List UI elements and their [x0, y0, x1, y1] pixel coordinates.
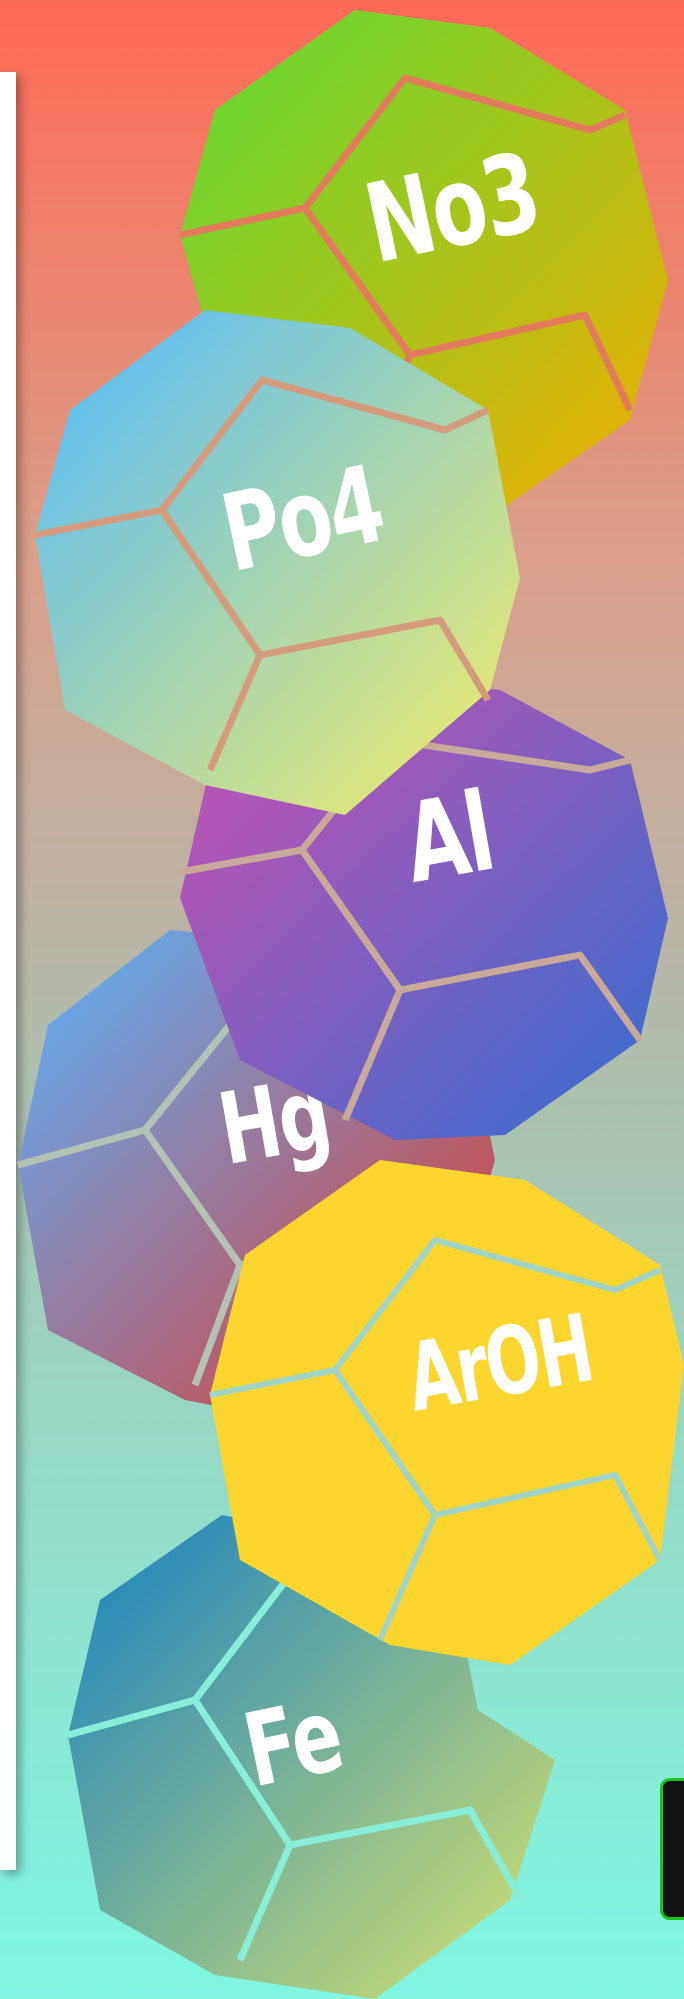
tile-po4[interactable]: Po4: [34, 310, 520, 815]
content-panel: [0, 72, 16, 1870]
corner-button[interactable]: [660, 1778, 684, 1920]
tile-aroh[interactable]: ArOH: [209, 1160, 684, 1665]
